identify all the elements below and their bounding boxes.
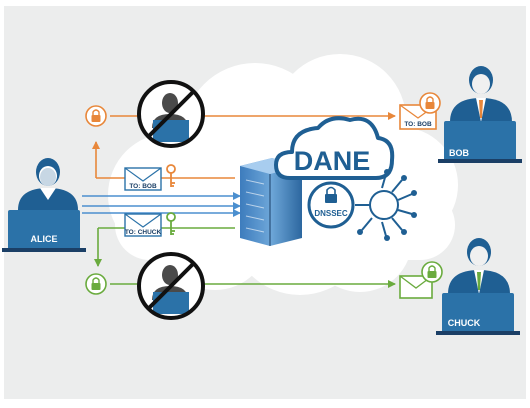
padlock-icon: [85, 105, 107, 127]
person-icon: [448, 238, 510, 294]
bob-label: BOB: [449, 148, 470, 158]
padlock-icon: [325, 194, 337, 203]
padlock-icon: [421, 261, 443, 283]
person-bob: BOB: [438, 66, 522, 163]
envelope-to-bob-text: TO: BOB: [129, 183, 157, 190]
alice-label: ALICE: [31, 234, 58, 244]
dnssec-label: DNSSEC: [314, 209, 348, 218]
person-alice: ALICE: [2, 158, 86, 252]
envelope-to-chuck-text: TO: CHUCK: [125, 229, 162, 236]
person-chuck: CHUCK: [436, 238, 520, 335]
envelope-to-chuck: TO: CHUCK: [124, 213, 162, 237]
person-icon: [450, 66, 512, 122]
key-icon: [166, 164, 176, 187]
padlock-icon: [419, 92, 441, 114]
bob-received-envelope-text: TO: BOB: [404, 121, 432, 128]
laptop-icon: [436, 293, 520, 335]
envelope-icon: [124, 213, 162, 237]
key-icon: [166, 212, 176, 235]
padlock-icon: [85, 273, 107, 295]
eavesdropper-icon: [152, 265, 189, 314]
dane-cloud: DANE: [274, 116, 395, 180]
person-icon: [18, 158, 78, 210]
dnssec-tree-icon: [355, 169, 417, 241]
laptop-icon: [438, 121, 522, 163]
envelope-icon: [124, 167, 162, 191]
dane-label: DANE: [294, 146, 371, 176]
dnssec-badge: DNSSEC: [307, 181, 355, 229]
envelope-to-bob: TO: BOB: [124, 167, 162, 191]
chuck-label: CHUCK: [448, 318, 481, 328]
laptop-icon: [2, 210, 86, 252]
eavesdropper-bottom: [137, 252, 205, 320]
eavesdropper-top: [137, 80, 205, 148]
